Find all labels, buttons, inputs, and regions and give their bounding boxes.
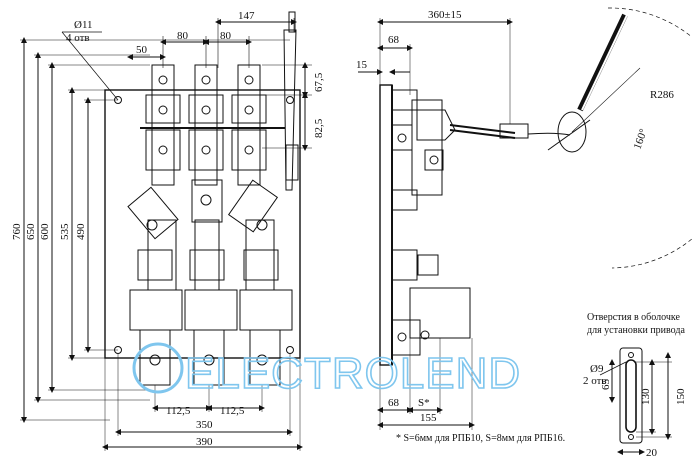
pole-2: [185, 65, 237, 385]
hole-diameter-label: Ø11: [74, 19, 93, 31]
dim-350: 350: [196, 419, 213, 431]
mount-hole: [287, 97, 294, 104]
dim-360: 360±15: [428, 9, 462, 21]
dim-490: 490: [75, 223, 87, 240]
swing-arc: [608, 8, 692, 268]
drive-hole-detail: [600, 348, 672, 452]
dim-760: 760: [11, 223, 23, 240]
dim-80-right: 80: [220, 30, 232, 42]
detail-hole-label: Ø9: [590, 363, 604, 375]
dim-155: 155: [420, 412, 437, 424]
dim-112-5-left: 112,5: [166, 405, 191, 417]
dim-82-5: 82,5: [313, 118, 325, 138]
dim-390: 390: [196, 436, 213, 448]
operating-handle: [284, 12, 298, 190]
dim-535: 535: [59, 223, 71, 240]
dim-650: 650: [25, 223, 37, 240]
detail-caption-line2: для установки привода: [587, 325, 685, 336]
dim-112-5-right: 112,5: [220, 405, 245, 417]
dim-68-bottom: 68: [388, 397, 400, 409]
pole-3: [229, 65, 292, 385]
dim-68-top: 68: [388, 34, 400, 46]
dim-15: 15: [356, 59, 368, 71]
dim-67-5: 67,5: [313, 72, 325, 92]
footnote: * S=6мм для РПБ10, S=8мм для РПБ16.: [396, 433, 565, 444]
dim-160-deg: 160°: [632, 127, 650, 151]
dim-150: 150: [675, 388, 687, 405]
dim-600: 600: [39, 223, 51, 240]
dim-130: 130: [640, 388, 652, 405]
side-base: [380, 85, 392, 365]
watermark: ELECTROLEND: [134, 344, 521, 398]
pole-1: [128, 65, 182, 385]
slot: [626, 360, 636, 432]
dim-20: 20: [646, 447, 658, 458]
dim-R286: R286: [650, 89, 674, 101]
detail-caption-line1: Отверстия в оболочке: [587, 312, 681, 323]
dim-80-left: 80: [177, 30, 189, 42]
dim-50: 50: [136, 44, 148, 56]
watermark-text: ELECTROLEND: [185, 349, 521, 398]
dim-S: S*: [418, 397, 430, 409]
dim-65: 65: [600, 379, 612, 391]
hole-count-label: 4 отв: [66, 32, 90, 44]
dim-147: 147: [238, 10, 255, 22]
